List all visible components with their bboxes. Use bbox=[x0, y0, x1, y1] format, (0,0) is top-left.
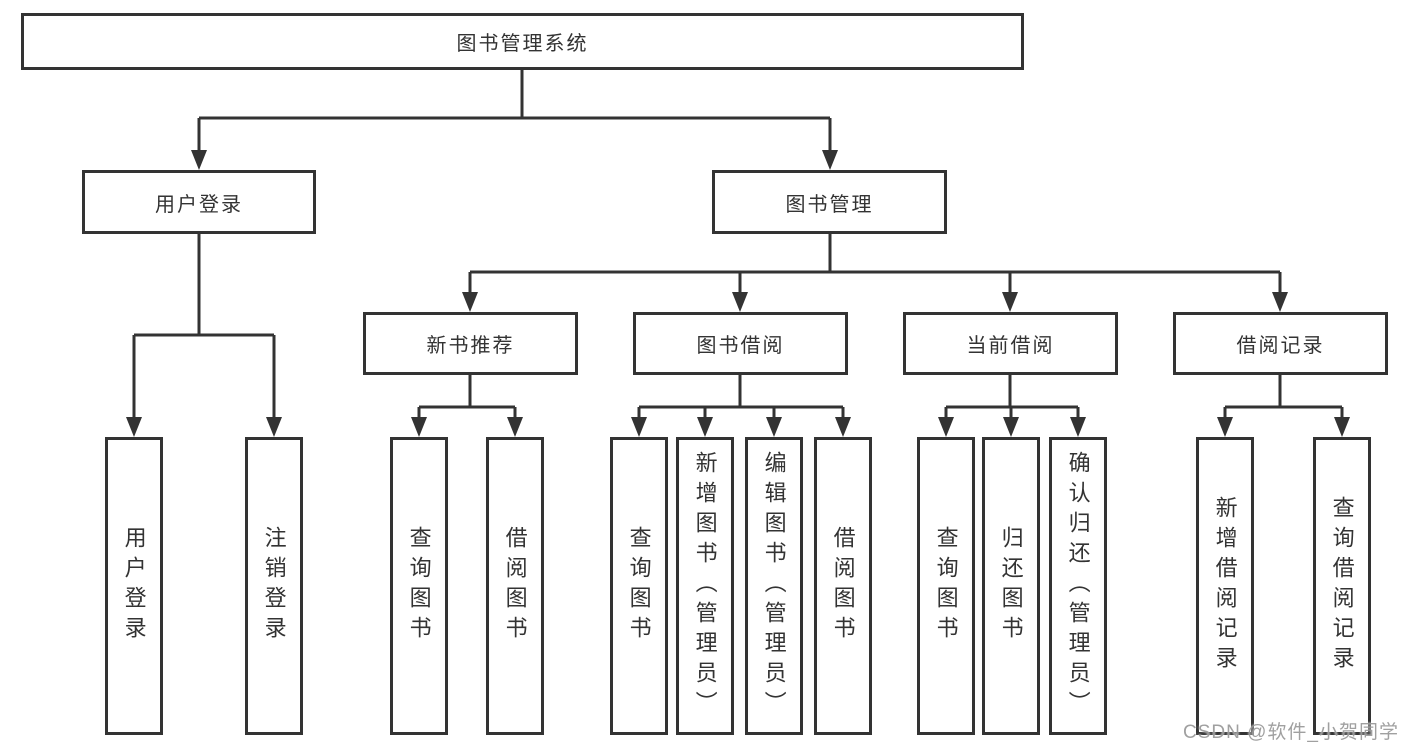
node-new-book-recommendation: 新书推荐 bbox=[363, 312, 578, 375]
node-label: 图书管理系统 bbox=[456, 33, 589, 55]
node-label: 借阅图书 bbox=[502, 526, 528, 646]
leaf-add-book-admin: 新增图书（管理员） bbox=[676, 437, 734, 735]
leaf-query-books-recommend: 查询图书 bbox=[390, 437, 448, 735]
node-label: 确认归还（管理员） bbox=[1065, 451, 1091, 721]
node-label: 归还图书 bbox=[998, 526, 1024, 646]
node-label: 查询图书 bbox=[626, 526, 652, 646]
leaf-logout: 注销登录 bbox=[245, 437, 303, 735]
node-label: 新增借阅记录 bbox=[1212, 496, 1238, 676]
node-book-management: 图书管理 bbox=[712, 170, 947, 234]
node-label: 查询图书 bbox=[406, 526, 432, 646]
node-user-login: 用户登录 bbox=[82, 170, 316, 234]
leaf-user-login: 用户登录 bbox=[105, 437, 163, 735]
leaf-confirm-return-admin: 确认归还（管理员） bbox=[1049, 437, 1107, 735]
leaf-return-book: 归还图书 bbox=[982, 437, 1040, 735]
node-borrowing-records: 借阅记录 bbox=[1173, 312, 1388, 375]
node-library-system: 图书管理系统 bbox=[21, 13, 1024, 70]
leaf-add-borrow-record: 新增借阅记录 bbox=[1196, 437, 1254, 735]
node-label: 用户登录 bbox=[155, 193, 243, 216]
node-label: 借阅记录 bbox=[1236, 335, 1325, 357]
node-current-borrowing: 当前借阅 bbox=[903, 312, 1118, 375]
node-label: 当前借阅 bbox=[966, 335, 1055, 357]
node-label: 图书借阅 bbox=[696, 335, 785, 357]
node-label: 查询图书 bbox=[933, 526, 959, 646]
leaf-query-books-current: 查询图书 bbox=[917, 437, 975, 735]
node-label: 图书管理 bbox=[785, 193, 874, 216]
leaf-query-borrow-record: 查询借阅记录 bbox=[1313, 437, 1371, 735]
leaf-borrow-books: 借阅图书 bbox=[814, 437, 872, 735]
node-label: 注销登录 bbox=[261, 526, 287, 646]
node-book-borrowing: 图书借阅 bbox=[633, 312, 848, 375]
node-label: 借阅图书 bbox=[830, 526, 856, 646]
leaf-edit-book-admin: 编辑图书（管理员） bbox=[745, 437, 803, 735]
node-label: 用户登录 bbox=[121, 526, 147, 646]
leaf-borrow-books-recommend: 借阅图书 bbox=[486, 437, 544, 735]
node-label: 新书推荐 bbox=[426, 335, 515, 357]
leaf-query-books-borrow: 查询图书 bbox=[610, 437, 668, 735]
node-label: 新增图书（管理员） bbox=[692, 451, 718, 721]
csdn-watermark: CSDN @软件_小贺同学 bbox=[1183, 722, 1399, 743]
node-label: 编辑图书（管理员） bbox=[761, 451, 787, 721]
node-label: 查询借阅记录 bbox=[1329, 496, 1355, 676]
